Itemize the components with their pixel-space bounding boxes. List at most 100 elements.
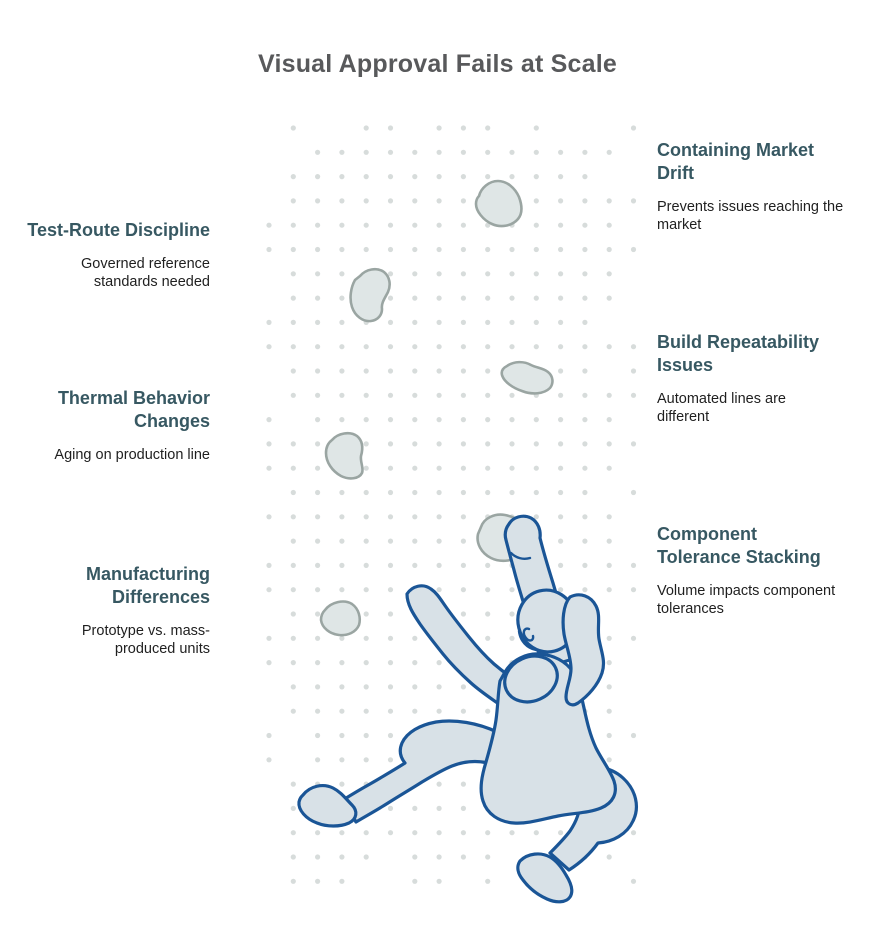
wall-dot	[436, 417, 442, 423]
callout-heading: Build Repeatability Issues	[657, 332, 820, 375]
wall-dot	[436, 660, 442, 666]
wall-dot	[363, 465, 369, 471]
wall-dot	[460, 222, 466, 228]
wall-dot	[558, 392, 564, 398]
wall-dot	[460, 684, 466, 690]
wall-dot	[266, 465, 272, 471]
wall-dot	[290, 514, 296, 520]
wall-dot	[460, 198, 466, 204]
wall-dot	[606, 417, 612, 423]
callout-body: Volume impacts component tolerances	[657, 583, 836, 617]
wall-dot	[485, 441, 491, 447]
wall-dot	[315, 660, 321, 666]
wall-dot	[436, 246, 442, 253]
wall-dot	[509, 246, 515, 253]
wall-dot	[290, 611, 296, 617]
wall-dot	[387, 198, 394, 204]
wall-dot	[558, 198, 564, 204]
callout-manufacturing-differences: Manufacturing Differences Prototype vs. …	[8, 563, 210, 658]
wall-dot	[436, 538, 442, 544]
climber-jaw-line	[517, 629, 538, 652]
wall-dot	[485, 295, 491, 301]
wall-dot	[582, 465, 588, 471]
wall-dot	[533, 174, 539, 180]
callout-containing-market-drift: Containing Market Drift Prevents issues …	[657, 139, 872, 234]
wall-dot	[290, 198, 296, 204]
wall-dot	[315, 635, 321, 641]
wall-dot	[412, 538, 418, 544]
wall-dot	[582, 392, 588, 398]
wall-dot	[290, 562, 296, 569]
wall-dot	[339, 271, 345, 277]
wall-dot	[485, 174, 491, 180]
wall-dot	[315, 732, 321, 739]
wall-dot	[630, 246, 637, 253]
callout-component-tolerance-stacking: Component Tolerance Stacking Volume impa…	[657, 523, 872, 618]
wall-dot	[363, 562, 369, 569]
wall-dot	[558, 246, 564, 253]
wall-dot	[315, 246, 321, 253]
wall-dot	[315, 319, 321, 325]
wall-dot	[460, 125, 466, 131]
climbing-hold-test-route	[349, 267, 391, 323]
wall-dot	[363, 854, 369, 860]
wall-dot	[315, 562, 321, 569]
wall-dot	[363, 174, 369, 180]
wall-dot	[436, 149, 442, 155]
wall-dot	[460, 562, 466, 569]
wall-dot	[606, 149, 612, 155]
wall-dot	[315, 878, 321, 884]
wall-dot	[412, 489, 418, 496]
callout-heading: Thermal Behavior Changes	[57, 388, 210, 431]
wall-dot	[509, 489, 515, 496]
wall-dot	[436, 562, 442, 569]
wall-dot	[266, 562, 272, 569]
wall-dot	[558, 368, 564, 374]
wall-dot	[436, 684, 442, 690]
wall-dot	[387, 174, 394, 180]
wall-dot	[387, 611, 394, 617]
callout-test-route-discipline: Test-Route Discipline Governed reference…	[8, 219, 210, 291]
wall-dot	[485, 246, 491, 253]
wall-dot	[485, 125, 491, 131]
wall-dot	[533, 514, 539, 520]
wall-dot	[460, 344, 466, 350]
wall-dot	[315, 757, 321, 763]
wall-dot	[460, 174, 466, 180]
wall-dot	[460, 465, 466, 471]
wall-dot	[412, 222, 418, 228]
wall-dot	[266, 344, 272, 350]
wall-dot	[485, 149, 491, 155]
wall-dot	[387, 417, 394, 423]
wall-dot	[485, 708, 491, 714]
wall-dot	[582, 271, 588, 277]
wall-dot	[558, 271, 564, 277]
wall-dot	[436, 441, 442, 447]
wall-dot	[339, 781, 345, 787]
wall-dot	[485, 319, 491, 325]
callout-body: Governed reference standards needed	[81, 256, 210, 290]
wall-dot	[339, 732, 345, 739]
wall-dot	[558, 149, 564, 155]
wall-dot	[387, 246, 394, 253]
wall-dot	[387, 538, 394, 544]
wall-dot	[387, 708, 394, 714]
wall-dot	[290, 854, 296, 860]
wall-dot	[290, 878, 296, 884]
wall-dot	[533, 198, 539, 204]
wall-dot	[363, 660, 369, 666]
wall-dot	[339, 149, 345, 155]
wall-dot	[290, 246, 296, 253]
wall-dot	[315, 514, 321, 520]
wall-dot	[315, 538, 321, 544]
callout-body: Prototype vs. mass- produced units	[81, 623, 210, 657]
wall-dot	[315, 708, 321, 714]
wall-dot	[606, 465, 612, 471]
wall-dot	[363, 684, 369, 690]
wall-dot	[460, 854, 466, 860]
wall-dot	[558, 489, 564, 496]
wall-dot	[485, 830, 491, 836]
wall-dot	[266, 319, 272, 325]
